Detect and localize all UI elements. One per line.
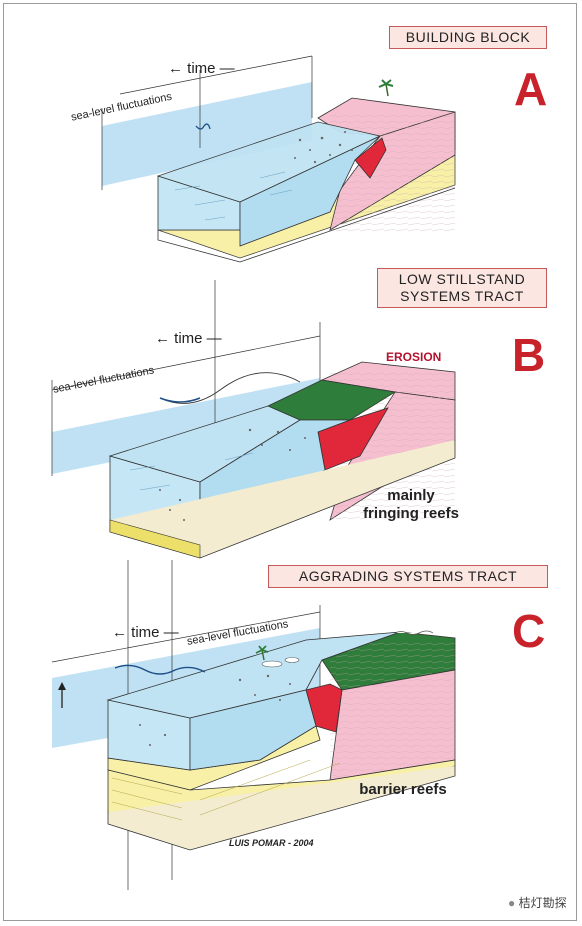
panel-c-time-text: time [131,624,160,641]
panel-b-erosion-label: EROSION [386,350,442,364]
panel-b-sea-level-curve [159,372,301,404]
panel-b-reef-label-line2: fringing reefs [363,505,459,522]
watermark-icon: ● [508,896,516,910]
panel-b-time-text: time [174,330,203,347]
panel-a-letter: A [514,63,548,115]
panel-c-letter: C [512,605,546,657]
panel-a-palm-icon [378,79,394,97]
panel-c-water-side [189,689,317,771]
watermark-text: 桔灯勘探 [518,896,567,910]
panel-a-title: BUILDING BLOCK [389,26,547,49]
panel-b-block [51,280,456,559]
panel-a-time-text: time [187,60,216,77]
panel-c-block [51,560,456,890]
panel-b-letter: B [512,329,546,381]
panel-b-title-line1: LOW STILLSTAND [398,271,526,287]
panel-c-palm-icon [255,645,269,661]
panel-b-title-line2: SYSTEMS TRACT [400,288,524,304]
panel-c-sea-level-curve [114,664,206,675]
panel-c-reef-label: barrier reefs [359,781,447,798]
panel-b-title: LOW STILLSTAND SYSTEMS TRACT [377,268,547,308]
panel-a-block [101,55,456,263]
panel-a-water-side [239,135,381,247]
panel-c-time-label: ← time — [112,624,179,641]
credit-label: LUIS POMAR - 2004 [229,838,314,848]
panel-c-title: AGGRADING SYSTEMS TRACT [268,565,548,588]
panel-a-reef [354,137,387,179]
panel-b-reef-label-line1: mainly [387,487,435,504]
panel-a-sea-level-plane [102,82,312,186]
panel-b-reef-label: mainly fringing reefs [346,487,476,523]
panel-b-time-label: ← time — [155,330,222,347]
panel-b-sea-level-plane [52,378,320,474]
panel-a-time-label: ← time — [168,60,235,77]
watermark: ● 桔灯勘探 [508,894,567,911]
